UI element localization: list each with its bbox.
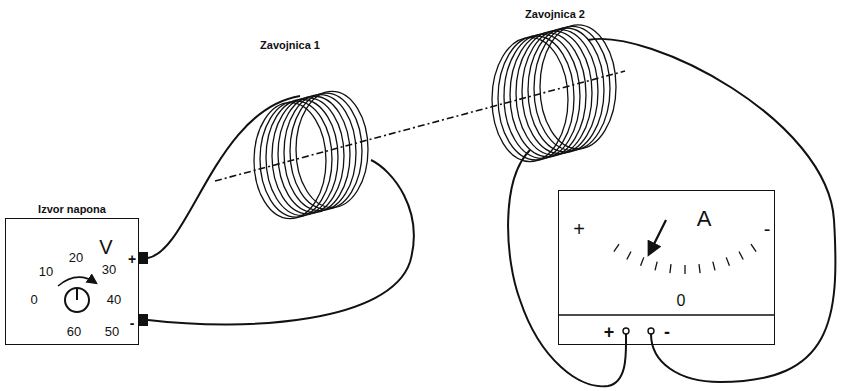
wire [588, 39, 835, 382]
dial-number: 50 [105, 325, 119, 338]
scale-sign: + [573, 219, 585, 239]
scale-tick [641, 257, 644, 265]
scale-tick [684, 265, 685, 274]
scale-tick [713, 262, 715, 271]
scale-tick [627, 252, 631, 260]
coil-winding [284, 95, 356, 211]
scale-sign: - [764, 219, 771, 239]
coil-2 [492, 25, 616, 162]
ammeter-terminal [648, 328, 654, 334]
dial-arrow [58, 277, 96, 286]
scale-tick [699, 264, 700, 273]
terminal-sign: + [604, 323, 615, 341]
dial-number: 0 [30, 293, 37, 306]
wire [508, 150, 626, 386]
scale-tick [614, 244, 619, 251]
ammeter-terminal [623, 328, 629, 334]
voltage-source-box: Izvor naponaV2010300406050+- [5, 218, 139, 345]
ammeter-scale [614, 244, 756, 274]
wire [148, 96, 300, 258]
terminal-sign: + [128, 252, 136, 266]
terminal-sign: - [664, 323, 670, 341]
dial-knob [65, 288, 89, 312]
coil-winding [290, 93, 362, 209]
terminal-sign: - [130, 316, 135, 330]
unit-symbol: V [99, 237, 112, 257]
ammeter-divider [558, 314, 775, 316]
unit-symbol: A [697, 208, 712, 230]
coil-winding [272, 98, 344, 214]
coil-winding [296, 91, 368, 207]
ammeter-needle [649, 220, 666, 254]
dial-number: 40 [107, 293, 121, 306]
wires [148, 39, 835, 386]
minus-terminal [138, 314, 148, 326]
coil-1 [254, 91, 368, 218]
dial-number: 30 [102, 263, 116, 276]
scale-tick [726, 257, 729, 265]
scale-tick [739, 252, 743, 260]
coil-label: Zavojnica 1 [260, 40, 320, 51]
wire [148, 160, 414, 324]
ammeter-box: +A-0+- [558, 190, 775, 345]
dial-number: 10 [39, 265, 53, 278]
dial-number: 60 [67, 325, 81, 338]
plus-terminal [138, 252, 148, 264]
coil-winding [534, 26, 610, 150]
dial-number: 20 [69, 251, 83, 264]
dial-pointer [76, 289, 78, 300]
coil-winding [278, 96, 350, 212]
source-title: Izvor napona [38, 204, 106, 215]
coil-label: Zavojnica 2 [525, 9, 585, 20]
scale-zero: 0 [677, 293, 686, 309]
scale-tick [655, 262, 657, 271]
scale-tick [670, 264, 671, 273]
coil-winding [540, 25, 616, 149]
scale-tick [751, 244, 756, 251]
